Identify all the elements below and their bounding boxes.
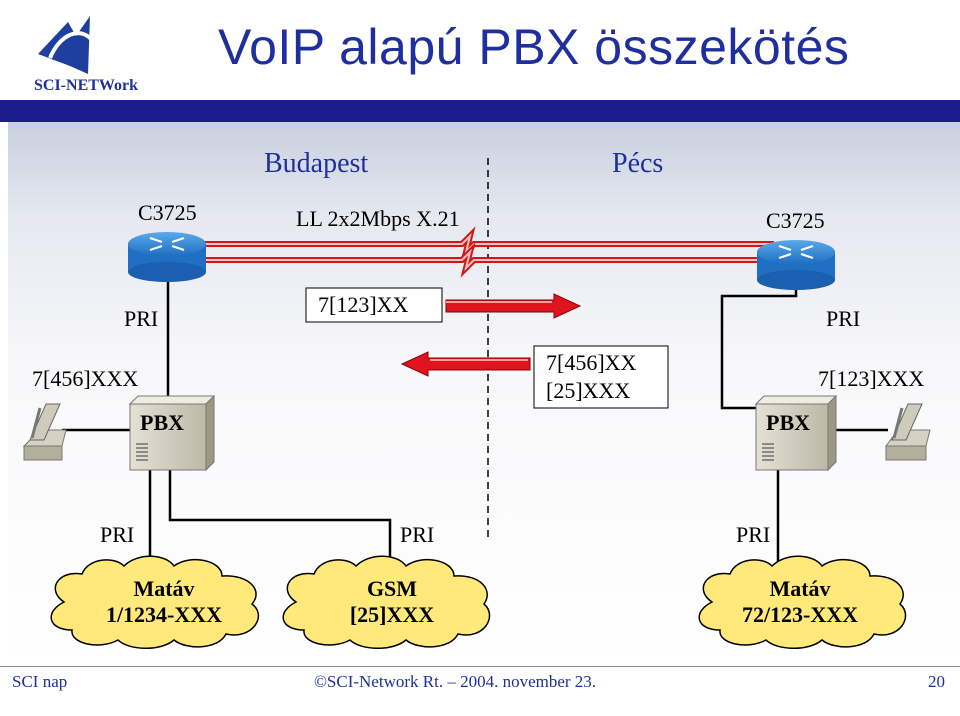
leased-line [200, 226, 774, 278]
route-to-budapest-line2: [25]XXX [546, 378, 631, 403]
route-box-to-pecs [305, 287, 443, 323]
connections [62, 272, 888, 566]
phone-left-icon [22, 403, 67, 461]
right-router-pbx-line [720, 280, 798, 410]
leased-line-label: LL 2x2Mbps X.21 [296, 206, 460, 231]
footer-copyright: ©SCI-Network Rt. – 2004. november 23. [314, 672, 597, 691]
footer-event: SCI nap [12, 672, 68, 691]
router-right-label: C3725 [766, 208, 825, 233]
router-left-label: C3725 [138, 200, 197, 225]
sci-network-logo: SCI-NETWork [30, 14, 190, 96]
route-to-budapest-line1: 7[456]XX [546, 350, 637, 375]
left-pbx-gsm-line [168, 470, 392, 566]
pbx-left-icon [128, 394, 216, 472]
cloud-matav-right-line1: Matáv [769, 576, 831, 601]
cloud-matav-left-line1: Matáv [133, 576, 195, 601]
cloud-matav-left-line2: 1/1234-XXX [105, 602, 223, 627]
pri-right-router-label: PRI [826, 306, 861, 331]
footer-page-number: 20 [928, 672, 945, 691]
site-label-pecs: Pécs [612, 148, 664, 179]
phone-right-icon [885, 403, 931, 461]
extension-right-label: 7[123]XXX [818, 366, 925, 391]
pbx-right-label: PBX [766, 410, 810, 435]
pri-matav-left-label: PRI [100, 522, 135, 547]
pbx-right-icon [754, 394, 838, 472]
router-left-icon [128, 232, 206, 282]
arrow-left-icon [400, 351, 531, 377]
pri-gsm-label: PRI [400, 522, 435, 547]
route-to-pecs: 7[123]XX [318, 292, 409, 317]
title-bar [0, 100, 960, 122]
router-right-icon [757, 240, 835, 290]
logo-text: SCI-NETWork [34, 77, 138, 94]
site-label-budapest: Budapest [264, 148, 369, 179]
footer-divider [0, 666, 960, 667]
cloud-gsm-icon [282, 555, 491, 649]
cloud-matav-right-line2: 72/123-XXX [741, 602, 859, 627]
cloud-matav-right-icon [698, 555, 907, 649]
slide-title: VoIP alapú PBX összekötés [218, 19, 850, 75]
route-box-to-budapest [533, 345, 669, 409]
arrow-right-icon [445, 293, 582, 319]
extension-left-label: 7[456]XXX [32, 366, 139, 391]
pri-left-router-label: PRI [124, 306, 159, 331]
pbx-left-label: PBX [140, 410, 184, 435]
cloud-matav-left-icon [50, 555, 259, 649]
cloud-gsm-line1: GSM [366, 576, 418, 601]
cloud-gsm-line2: [25]XXX [349, 602, 435, 627]
pri-matav-right-label: PRI [736, 522, 771, 547]
